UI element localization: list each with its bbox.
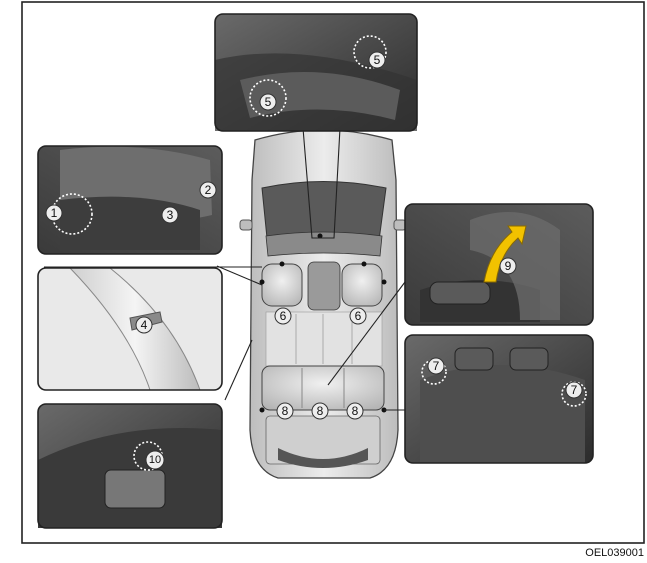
callout-7-right: 7	[571, 383, 578, 397]
figure-code: OEL039001	[585, 547, 644, 559]
callout-8-middle: 8	[317, 404, 324, 418]
front-seat-right	[342, 264, 382, 306]
callout-9: 9	[505, 259, 512, 273]
center-console	[308, 262, 340, 310]
panel-front-seat	[38, 146, 222, 254]
panel-door-switch	[38, 404, 222, 528]
callout-4: 4	[141, 318, 148, 332]
panel-console-top	[215, 14, 417, 131]
callout-1: 1	[51, 206, 58, 220]
dashboard	[266, 232, 382, 256]
callout-2: 2	[205, 183, 212, 197]
callout-10: 10	[149, 454, 161, 466]
callout-6-right: 6	[355, 309, 362, 323]
callout-5-left: 5	[265, 95, 272, 109]
callout-6-left: 6	[280, 309, 287, 323]
car-top-view	[240, 130, 406, 478]
panel-rear-seat	[405, 335, 593, 463]
callout-7-left: 7	[433, 359, 440, 373]
callout-5-right: 5	[374, 53, 381, 67]
callout-8-left: 8	[282, 404, 289, 418]
front-seat-left	[262, 264, 302, 306]
callout-8-right: 8	[352, 404, 359, 418]
panel-pillar	[38, 268, 222, 390]
callout-3: 3	[167, 208, 174, 222]
